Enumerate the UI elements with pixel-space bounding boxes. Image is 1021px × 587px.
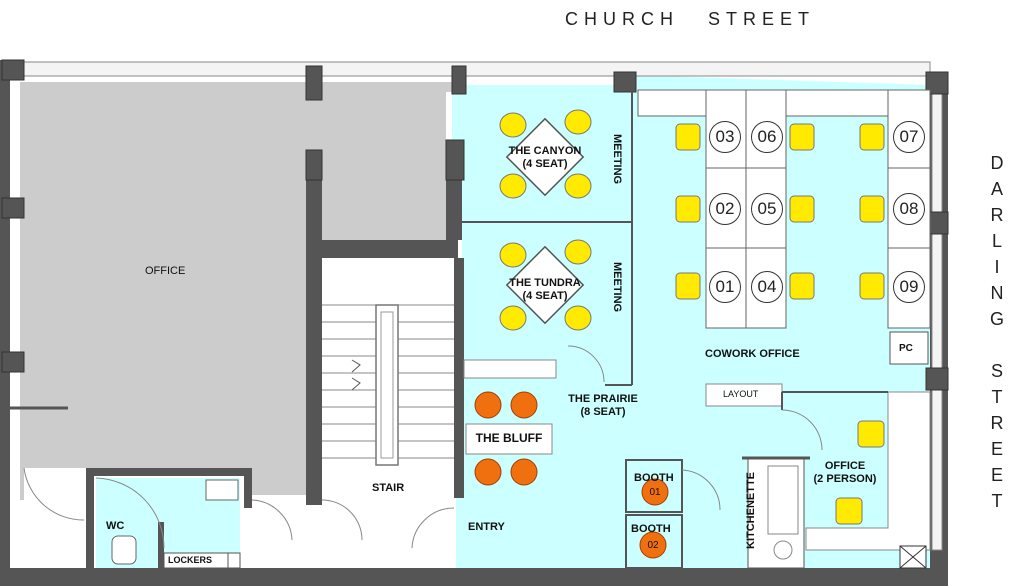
kitchenette-appliance: [773, 540, 793, 560]
darling-street-letter: A: [990, 179, 1003, 199]
desk-number: 07: [893, 121, 925, 153]
cowork-chairs: [675, 123, 885, 525]
prairie-label: THE PRAIRIE (8 SEAT): [567, 393, 639, 419]
office-desk: [805, 391, 931, 551]
desk-number: 09: [893, 271, 925, 303]
lockers-end: [227, 552, 241, 569]
office-door-swing: [781, 409, 823, 451]
meeting-2-label: MEETING: [611, 262, 623, 313]
tundra-table: [505, 245, 585, 325]
office-2-name: OFFICE: [824, 460, 866, 472]
bluff-bench: [465, 423, 553, 455]
darling-street-letter: S: [990, 361, 1003, 381]
prairie-seats: (8 SEAT): [580, 406, 626, 418]
entry-label: ENTRY: [468, 521, 505, 533]
east-window: [931, 89, 943, 551]
darling-street-letter: T: [991, 387, 1003, 407]
pc-label: PC: [899, 343, 913, 354]
stair-rail: [380, 311, 394, 459]
wc-toilet: [111, 535, 137, 565]
office-label: OFFICE: [145, 265, 186, 277]
stair-area: [322, 258, 454, 568]
office-2-label: OFFICE (2 PERSON): [808, 460, 882, 486]
tundra-label: THE TUNDRA (4 SEAT): [500, 277, 590, 303]
meeting-1-label: MEETING: [611, 134, 623, 185]
pc-box: [889, 331, 929, 365]
desk-number: 04: [751, 271, 783, 303]
darling-street-letter: N: [990, 283, 1004, 303]
booth-2-number: 02: [647, 540, 659, 551]
tundra-seats: (4 SEAT): [522, 290, 568, 302]
church-street-label: CHURCH STREET: [565, 9, 816, 29]
darling-street-letter: T: [991, 491, 1003, 511]
wc-label: WC: [106, 520, 125, 532]
canyon-label: THE CANYON (4 SEAT): [500, 145, 590, 171]
darling-street-letter: E: [990, 439, 1003, 459]
canyon-name: THE CANYON: [508, 145, 582, 157]
darling-street-letter: R: [990, 205, 1004, 225]
stair-well: [375, 304, 399, 466]
booth-stools: [639, 478, 669, 559]
darling-street-letter: R: [990, 413, 1004, 433]
columns: [1, 59, 949, 391]
canyon-seats: (4 SEAT): [522, 158, 568, 170]
booth-1-number: 01: [649, 487, 661, 498]
tundra-name: THE TUNDRA: [509, 277, 581, 289]
layout-label: LAYOUT: [723, 389, 759, 399]
kitchenette-sink: [767, 465, 799, 535]
desk-number: 06: [751, 121, 783, 153]
canyon-table: [505, 117, 585, 197]
prairie-name: THE PRAIRIE: [568, 393, 638, 405]
booth-door-swing: [681, 469, 721, 511]
darling-street-letter: [985, 332, 1009, 358]
booth-walls: [625, 459, 683, 569]
desk-number: 05: [751, 193, 783, 225]
booth-2-label: BOOTH: [631, 523, 671, 535]
booth-1-label: BOOTH: [634, 472, 674, 484]
kitchenette-label: KITCHENETTE: [745, 472, 757, 549]
office-2-capacity: (2 PERSON): [813, 473, 877, 485]
wc-basin: [205, 479, 239, 501]
cowork-label: COWORK OFFICE: [705, 348, 800, 360]
lockers-label: LOCKERS: [168, 555, 213, 565]
desk-number: 01: [709, 271, 741, 303]
stair-label: STAIR: [372, 482, 405, 494]
bluff-label: THE BLUFF: [475, 431, 543, 445]
bluff-counter: [463, 359, 557, 379]
stair-treads: [322, 304, 454, 459]
darling-street-letter: L: [991, 231, 1002, 251]
darling-street-letter: I: [994, 257, 1000, 277]
meeting-partitions: [462, 85, 633, 386]
desk-number: 08: [893, 193, 925, 225]
office-area: [20, 82, 452, 500]
darling-street-letter: G: [989, 309, 1004, 329]
bluff-stools: [474, 391, 538, 486]
north-window: [19, 61, 931, 77]
stair-break: [351, 359, 361, 391]
exit-box-cross-2: [899, 545, 927, 569]
darling-street-letter: E: [990, 465, 1003, 485]
darling-street-letter: D: [990, 153, 1004, 173]
desk-number: 03: [709, 121, 741, 153]
door-swings: [23, 345, 605, 549]
desk-number: 02: [709, 193, 741, 225]
meeting-chairs: [499, 109, 592, 331]
